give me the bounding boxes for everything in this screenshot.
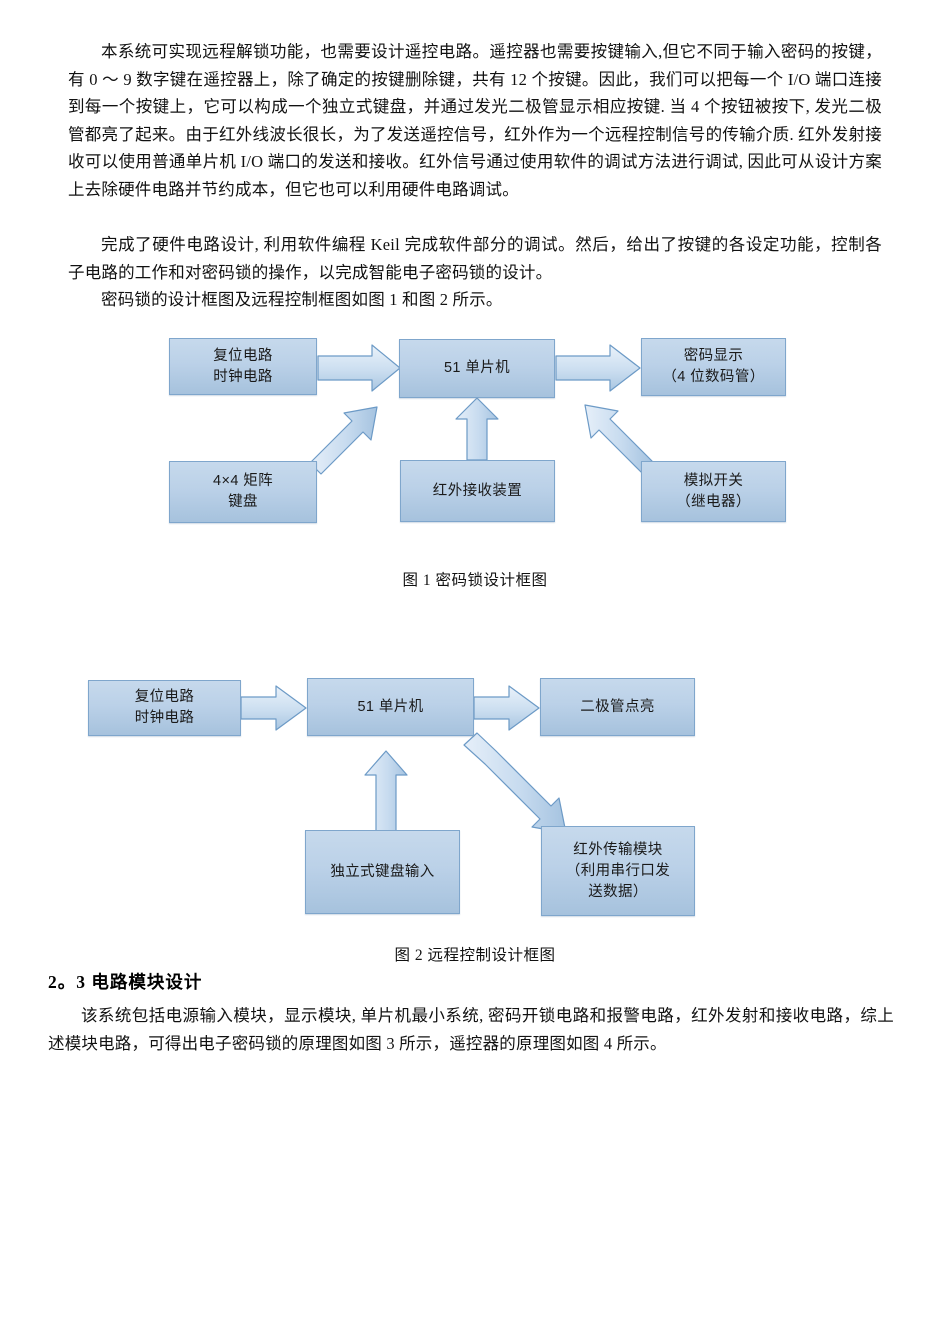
figure1-node-reset-clock: 复位电路 时钟电路 <box>169 338 317 395</box>
figure1-node-analog-switch: 模拟开关 （继电器） <box>641 461 786 522</box>
figure-2-caption: 图 2 远程控制设计框图 <box>394 947 556 964</box>
figure2-node-ir-transmit: 红外传输模块 （利用串行口发 送数据） <box>541 826 695 916</box>
figure1-node-keypad: 4×4 矩阵 键盘 <box>169 461 317 523</box>
figure1-node-ir-receiver: 红外接收装置 <box>400 460 555 522</box>
figure2-node-led-on-label: 二极管点亮 <box>580 698 655 715</box>
figure1-node-analog-switch-label: 模拟开关 （继电器） <box>676 472 751 510</box>
figure1-node-display-label: 密码显示 （4 位数码管） <box>662 348 765 385</box>
figure2-node-keyboard-input: 独立式键盘输入 <box>305 830 460 914</box>
paragraph-1: 本系统可实现远程解锁功能，也需要设计遥控电路。遥控器也需要按键输入,但它不同于输… <box>68 42 882 199</box>
section-heading-2-3: 2。3 电路模块设计 <box>48 972 203 992</box>
paragraph-2: 完成了硬件电路设计, 利用软件编程 Keil 完成软件部分的调试。然后，给出了按… <box>68 235 882 282</box>
arrow2-keyboard-to-mcu <box>364 750 408 841</box>
arrow2-mcu-to-ir-transmit <box>463 732 567 834</box>
figure1-node-mcu: 51 单片机 <box>399 339 555 398</box>
paragraph-3: 密码锁的设计框图及远程控制框图如图 1 和图 2 所示。 <box>101 290 503 309</box>
arrow2-reset-to-mcu <box>240 685 307 731</box>
figure2-node-ir-transmit-label: 红外传输模块 （利用串行口发 送数据） <box>565 841 671 900</box>
figure1-node-ir-receiver-label: 红外接收装置 <box>432 482 523 499</box>
figure2-node-reset-clock: 复位电路 时钟电路 <box>88 680 241 736</box>
figure-1-caption: 图 1 密码锁设计框图 <box>402 572 548 589</box>
figure1-node-mcu-label: 51 单片机 <box>443 360 511 376</box>
figure2-node-led-on: 二极管点亮 <box>540 678 695 736</box>
figure2-node-mcu: 51 单片机 <box>307 678 474 736</box>
section-paragraph: 该系统包括电源输入模块，显示模块, 单片机最小系统, 密码开锁电路和报警电路，红… <box>48 1006 894 1053</box>
figure1-node-reset-clock-label: 复位电路 时钟电路 <box>213 347 273 385</box>
arrow2-mcu-to-led <box>473 685 540 731</box>
figure2-node-reset-clock-label: 复位电路 时钟电路 <box>134 689 195 726</box>
figure1-node-display: 密码显示 （4 位数码管） <box>641 338 786 396</box>
figure2-node-keyboard-input-label: 独立式键盘输入 <box>330 863 435 880</box>
figure2-node-mcu-label: 51 单片机 <box>357 698 424 715</box>
figure1-node-keypad-label: 4×4 矩阵 键盘 <box>212 473 274 510</box>
